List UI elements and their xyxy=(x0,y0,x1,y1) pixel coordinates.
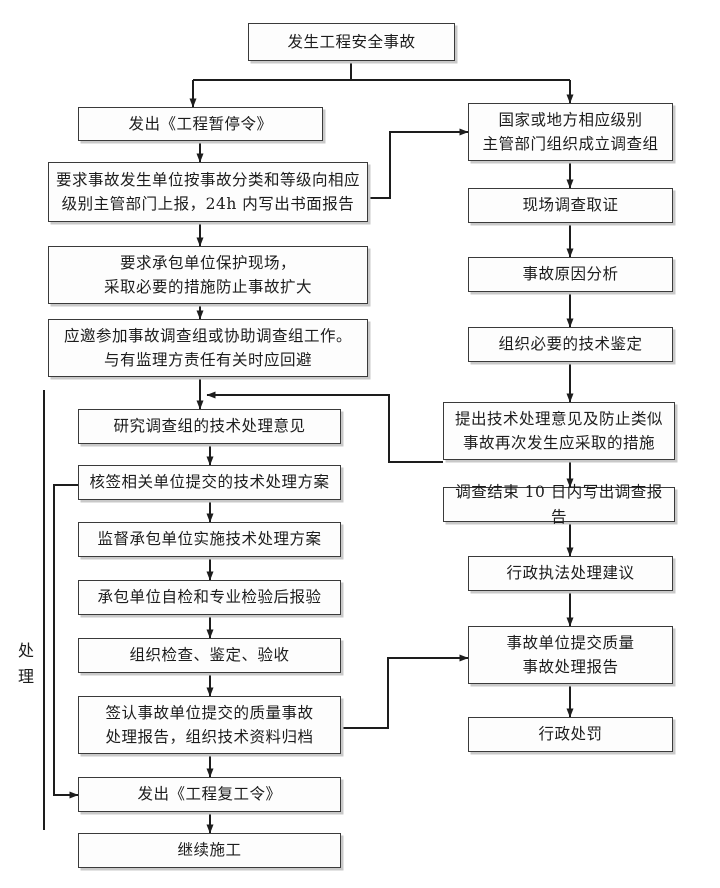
flow-node-L4[interactable]: 应邀参加事故调查组或协助调查组工作。 与有监理方责任有关时应回避 xyxy=(48,319,368,377)
flow-node-L9[interactable]: 组织检查、鉴定、验收 xyxy=(78,638,341,673)
flow-node-R1[interactable]: 国家或地方相应级别 主管部门组织成立调查组 xyxy=(468,103,673,161)
flow-node-label: 要求承包单位保护现场， 采取必要的措施防止事故扩大 xyxy=(103,253,312,296)
flow-node-label: 国家或地方相应级别 主管部门组织成立调查组 xyxy=(482,110,659,153)
flow-node-label: 应邀参加事故调查组或协助调查组工作。 与有监理方责任有关时应回避 xyxy=(63,326,352,369)
flow-node-L7[interactable]: 监督承包单位实施技术处理方案 xyxy=(78,522,341,557)
flow-node-L2[interactable]: 要求事故发生单位按事故分类和等级向相应 级别主管部门上报，24h 内写出书面报告 xyxy=(48,162,368,222)
flow-node-L1[interactable]: 发出《工程暂停令》 xyxy=(78,107,323,141)
flow-node-R8[interactable]: 事故单位提交质量 事故处理报告 xyxy=(468,626,673,684)
flow-node-L10[interactable]: 签认事故单位提交的质量事故 处理报告，组织技术资料归档 xyxy=(78,696,341,754)
flow-node-label: 组织必要的技术鉴定 xyxy=(498,335,643,354)
flow-node-R4[interactable]: 组织必要的技术鉴定 xyxy=(468,327,673,362)
flow-node-R2[interactable]: 现场调查取证 xyxy=(468,188,673,223)
flow-node-L11[interactable]: 发出《工程复工令》 xyxy=(78,777,341,812)
flow-node-L3[interactable]: 要求承包单位保护现场， 采取必要的措施防止事故扩大 xyxy=(48,246,368,304)
flow-node-label: 承包单位自检和专业检验后报验 xyxy=(97,588,322,607)
flow-node-label: 发生工程安全事故 xyxy=(287,32,416,51)
flow-node-label: 行政处罚 xyxy=(538,725,603,744)
flow-node-R7[interactable]: 行政执法处理建议 xyxy=(468,556,673,591)
flow-node-label: 要求事故发生单位按事故分类和等级向相应 级别主管部门上报，24h 内写出书面报告 xyxy=(55,170,360,213)
connector-report-right-to-team xyxy=(368,128,469,199)
flow-node-label: 现场调查取证 xyxy=(522,196,619,215)
flow-node-label: 发出《工程暂停令》 xyxy=(128,114,273,133)
flow-node-label: 监督承包单位实施技术处理方案 xyxy=(97,530,322,549)
flow-node-n0[interactable]: 发生工程安全事故 xyxy=(248,23,455,61)
flow-node-R5[interactable]: 提出技术处理意见及防止类似 事故再次发生应采取的措施 xyxy=(443,402,675,460)
process-side-label: 处 理 xyxy=(18,641,36,687)
flow-node-label: 事故单位提交质量 事故处理报告 xyxy=(506,633,635,676)
flow-node-label: 继续施工 xyxy=(177,841,242,860)
flow-node-L5[interactable]: 研究调查组的技术处理意见 xyxy=(78,409,341,444)
flow-node-R9[interactable]: 行政处罚 xyxy=(468,717,673,752)
flow-node-label: 签认事故单位提交的质量事故 处理报告，组织技术资料归档 xyxy=(105,703,314,746)
flow-node-L6[interactable]: 核签相关单位提交的技术处理方案 xyxy=(78,465,341,500)
connector-countersign-loop-to-resume xyxy=(53,484,79,799)
flow-node-label: 提出技术处理意见及防止类似 事故再次发生应采取的措施 xyxy=(454,409,663,452)
flow-node-label: 研究调查组的技术处理意见 xyxy=(113,417,306,436)
flow-node-label: 事故原因分析 xyxy=(522,265,619,284)
flow-node-label: 发出《工程复工令》 xyxy=(137,785,282,804)
flow-node-label: 调查结束 10 日内写出调查报告 xyxy=(455,483,663,526)
flow-node-R6[interactable]: 调查结束 10 日内写出调查报告 xyxy=(443,483,675,526)
flow-node-label: 核签相关单位提交的技术处理方案 xyxy=(89,473,330,492)
flow-node-label: 组织检查、鉴定、验收 xyxy=(129,646,290,665)
connector-signoff-to-unit-report xyxy=(341,654,469,729)
flow-node-R3[interactable]: 事故原因分析 xyxy=(468,257,673,292)
flow-node-label: 行政执法处理建议 xyxy=(506,564,635,583)
flow-node-L12[interactable]: 继续施工 xyxy=(78,833,341,868)
flow-node-L8[interactable]: 承包单位自检和专业检验后报验 xyxy=(78,580,341,615)
